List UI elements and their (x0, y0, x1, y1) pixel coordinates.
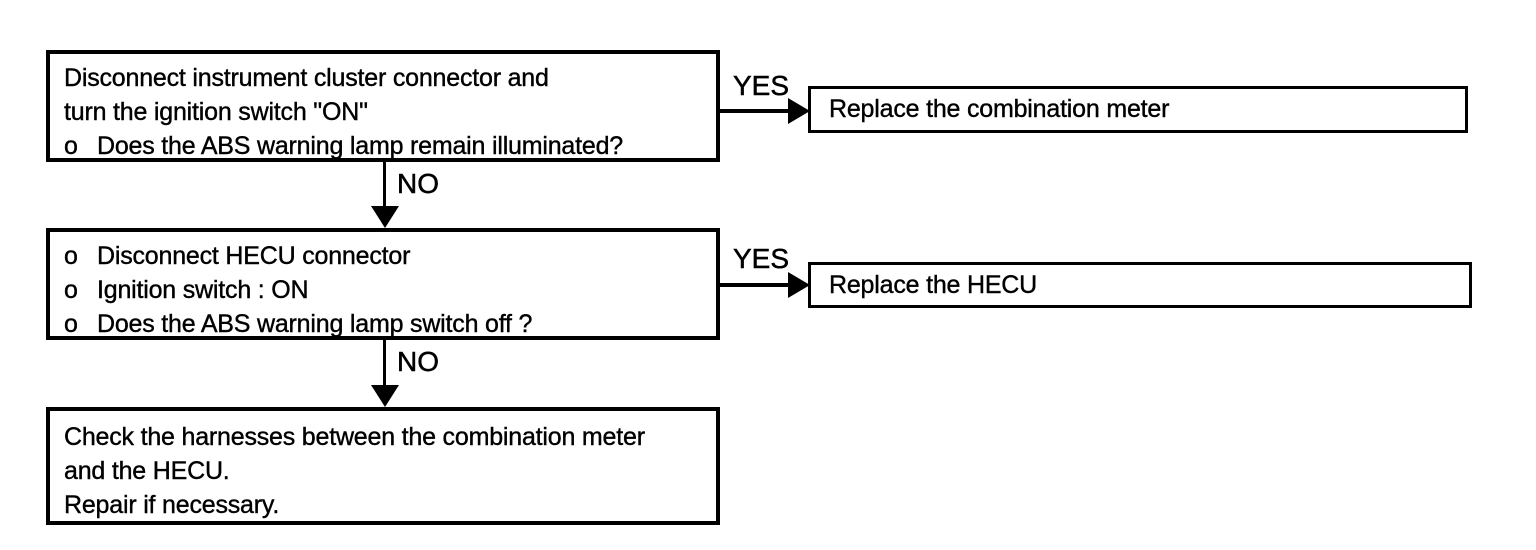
bullet-marker: o (64, 276, 78, 304)
arrowhead-down-icon (371, 206, 399, 228)
step2-item-1-text: Disconnect HECU connector (97, 242, 411, 270)
yes-label-1: YES (733, 70, 790, 102)
no-arrow-line-1 (383, 162, 386, 208)
action1-text: Replace the combination meter (829, 95, 1170, 123)
bullet-marker: o (64, 132, 78, 160)
step1-question-line: o Does the ABS warning lamp remain illumi… (64, 129, 706, 163)
bullet-marker: o (64, 310, 78, 338)
arrowhead-down-icon (371, 385, 399, 407)
action2-text: Replace the HECU (829, 270, 1038, 299)
no-label-2: NO (397, 346, 440, 378)
final-line-3: Repair if necessary. (64, 491, 280, 519)
yes-arrow-line-2 (720, 283, 790, 287)
no-label-1: NO (397, 168, 440, 200)
action-box-replace-combination-meter: Replace the combination meter (808, 86, 1468, 133)
decision-box-instrument-cluster: Disconnect instrument cluster connector … (46, 50, 720, 162)
no-arrow-line-2 (383, 340, 386, 386)
bullet-marker: o (64, 242, 78, 270)
step2-item-2: o Ignition switch : ON (64, 273, 706, 307)
step1-line-2: turn the ignition switch "ON" (64, 98, 368, 126)
step2-item-3: o Does the ABS warning lamp switch off ? (64, 307, 706, 341)
step1-question: Does the ABS warning lamp remain illumin… (97, 132, 624, 160)
step1-line-1: Disconnect instrument cluster connector … (64, 64, 549, 92)
yes-label-2: YES (733, 243, 790, 275)
final-line-1: Check the harnesses between the combinat… (64, 423, 645, 451)
arrowhead-right-icon (788, 272, 810, 298)
step2-item-1: o Disconnect HECU connector (64, 239, 706, 273)
yes-arrow-line-1 (720, 109, 790, 113)
action-box-replace-hecu: Replace the HECU (808, 262, 1472, 308)
arrowhead-right-icon (788, 98, 810, 124)
step2-item-3-text: Does the ABS warning lamp switch off ? (97, 310, 533, 338)
final-line-2: and the HECU. (64, 457, 230, 485)
final-box-check-harnesses: Check the harnesses between the combinat… (46, 407, 720, 525)
step2-item-2-text: Ignition switch : ON (97, 276, 309, 304)
